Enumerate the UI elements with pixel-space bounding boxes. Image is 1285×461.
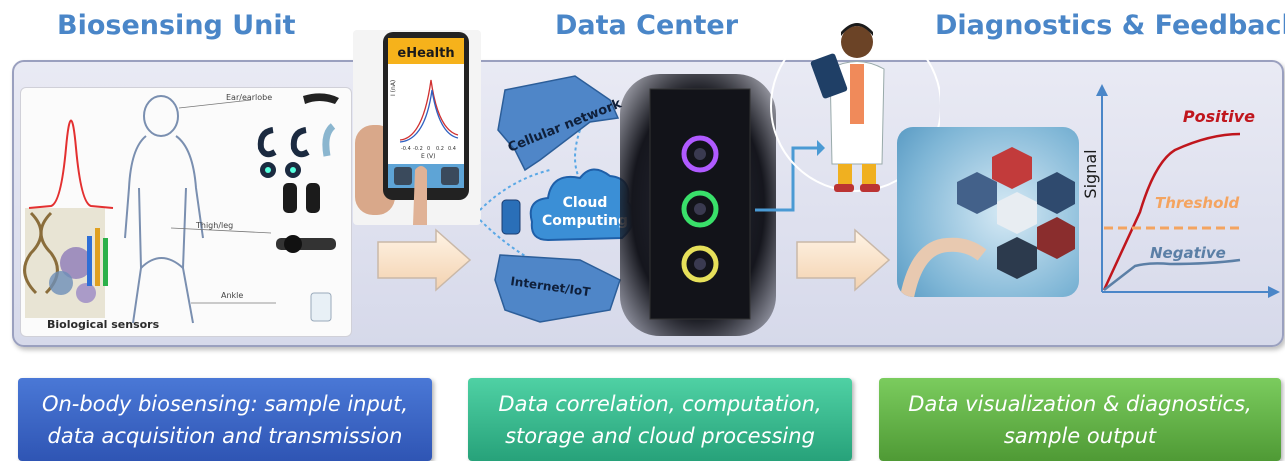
ehealth-app-title: eHealth	[397, 46, 454, 61]
process-arrow-2	[796, 228, 891, 292]
negative-label: Negative	[1150, 244, 1226, 262]
label-thigh: Thigh/leg	[195, 221, 233, 230]
phone-illustration: eHealth I (nA) -0.4 -0.2 0 0.2 0.4 E (V)	[355, 32, 469, 225]
fan-green	[681, 190, 719, 228]
biological-sensors-panel: Ear/earlobe Thigh/leg Ankle Biological s…	[20, 87, 352, 337]
doctor-circle	[770, 20, 940, 192]
plot-y-axis-label: I (nA)	[390, 80, 397, 96]
signal-threshold-chart: Signal Positive Threshold Negative	[1081, 84, 1280, 298]
sensor-probes	[87, 228, 108, 286]
doctor-leg-left	[838, 164, 852, 186]
cloud-computing-label-line2: Computing	[542, 213, 628, 229]
title-diagnostics-feedback: Diagnostics & Feedback	[935, 10, 1285, 41]
headband-sensor	[303, 93, 339, 104]
biological-sensors-caption: Biological sensors	[47, 318, 160, 331]
doctor-leg-right	[862, 164, 876, 186]
server-tower	[620, 74, 776, 336]
doctor-hair	[841, 23, 873, 36]
doctor-head	[841, 26, 873, 58]
body-sensors-illustration: Ear/earlobe Thigh/leg Ankle	[23, 93, 339, 324]
finger	[413, 166, 427, 225]
ankle-sensor-device	[310, 292, 332, 322]
molecule-cluster	[49, 247, 96, 303]
label-ankle: Ankle	[221, 291, 243, 300]
plot-tick-5: 0.4	[448, 146, 456, 152]
doctor-illustration	[770, 20, 940, 192]
ear-sensor-devices	[257, 123, 336, 178]
signal-peak	[28, 119, 114, 209]
doctor-shoe-right	[860, 184, 880, 192]
fan-purple	[681, 135, 719, 173]
fan-yellow	[681, 245, 719, 283]
chart-y-arrowhead	[1096, 84, 1108, 96]
signal-axis-label: Signal	[1081, 149, 1100, 198]
data-center-description-box: Data correlation, computation, storage a…	[468, 378, 852, 461]
thigh-sensor-devices	[276, 183, 336, 253]
threshold-label: Threshold	[1155, 194, 1240, 212]
network-cloud-diagram: Cellular network Internet/IoT Cloud Comp…	[480, 75, 650, 323]
pointing-hand	[900, 237, 987, 297]
positive-curve	[1102, 132, 1241, 291]
doctor-shirt	[850, 64, 864, 124]
plot-x-axis-label: E (V)	[421, 153, 435, 160]
server-output-line	[755, 140, 825, 212]
human-body-outline	[124, 95, 204, 324]
plot-tick-1: -0.4	[401, 146, 411, 152]
title-biosensing-unit: Biosensing Unit	[57, 10, 296, 41]
positive-label: Positive	[1183, 107, 1255, 126]
diagnostics-photo	[897, 127, 1079, 297]
internet-iot-shape	[494, 254, 621, 323]
voltammogram-curves	[399, 79, 459, 143]
plot-tick-4: 0.2	[436, 146, 444, 152]
diagnostics-collage	[900, 147, 1075, 297]
app-button-left	[394, 167, 412, 185]
small-phone-icon	[501, 199, 521, 235]
app-button-right	[441, 167, 459, 185]
app-header	[388, 38, 464, 64]
diagnostics-description-box: Data visualization & diagnostics, sample…	[879, 378, 1281, 461]
cellular-network-shape	[497, 75, 620, 172]
cloud-computing-label-line1: Cloud	[563, 195, 608, 211]
chart-x-arrowhead	[1268, 286, 1280, 298]
hexagon-tiles	[957, 147, 1075, 279]
process-arrow-1	[377, 228, 472, 292]
title-data-center: Data Center	[555, 10, 739, 41]
plot-tick-2: -0.2	[413, 146, 423, 152]
doctor-shoe-left	[834, 184, 854, 192]
server-illustration	[649, 88, 751, 320]
label-ear: Ear/earlobe	[226, 93, 272, 102]
plot-tick-3: 0	[427, 146, 430, 152]
phone-photo: eHealth I (nA) -0.4 -0.2 0 0.2 0.4 E (V)	[353, 30, 481, 225]
pointer-lines	[170, 99, 276, 304]
biosensing-description-box: On-body biosensing: sample input, data a…	[18, 378, 432, 461]
negative-curve	[1103, 258, 1241, 291]
doctor-tablet	[810, 53, 848, 99]
